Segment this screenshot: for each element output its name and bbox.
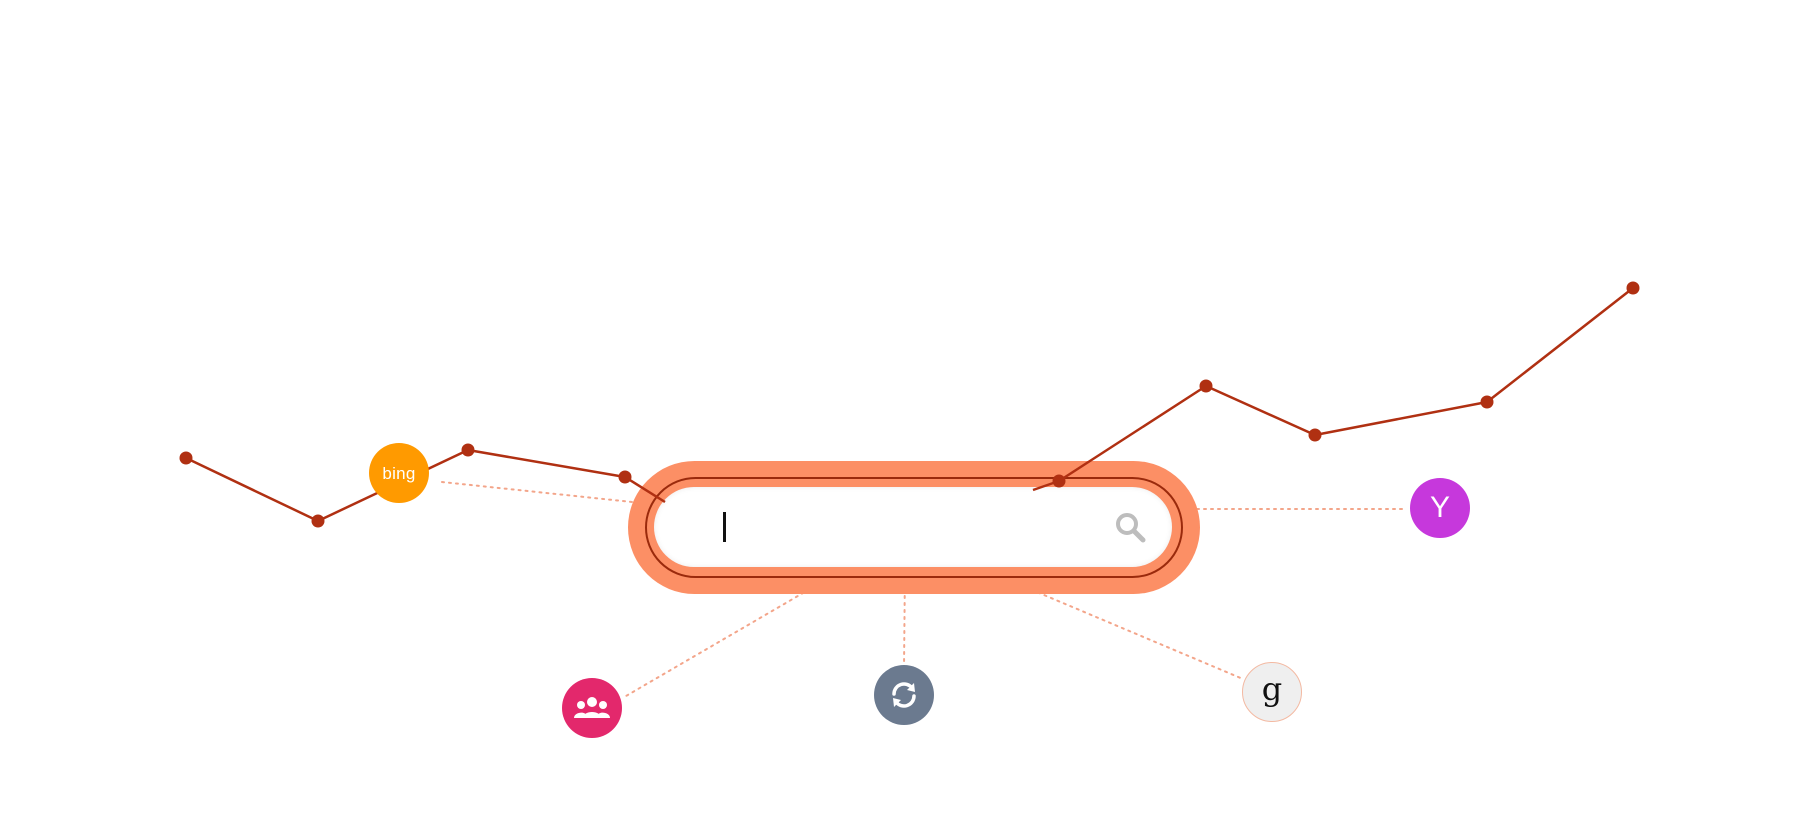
text-caret: [723, 512, 726, 542]
google-button[interactable]: g: [1242, 662, 1302, 722]
search-button[interactable]: [1108, 505, 1152, 549]
search-icon: [1116, 513, 1146, 543]
refresh-icon: [892, 682, 916, 708]
bing-logo-icon: bing: [382, 463, 416, 483]
refresh-button[interactable]: [874, 665, 934, 725]
search-input[interactable]: [714, 497, 1098, 559]
yahoo-logo-icon: Y: [1429, 491, 1450, 524]
people-icon: [574, 697, 610, 718]
yahoo-button[interactable]: Y: [1410, 478, 1470, 538]
social-button[interactable]: [562, 678, 622, 738]
google-logo-icon: g: [1261, 670, 1283, 708]
connector-google: [979, 567, 1244, 680]
search-capsule-ring: [645, 477, 1183, 578]
bing-button[interactable]: bing: [369, 443, 429, 503]
connector-bing: [441, 481, 633, 503]
search-box: [654, 487, 1172, 567]
